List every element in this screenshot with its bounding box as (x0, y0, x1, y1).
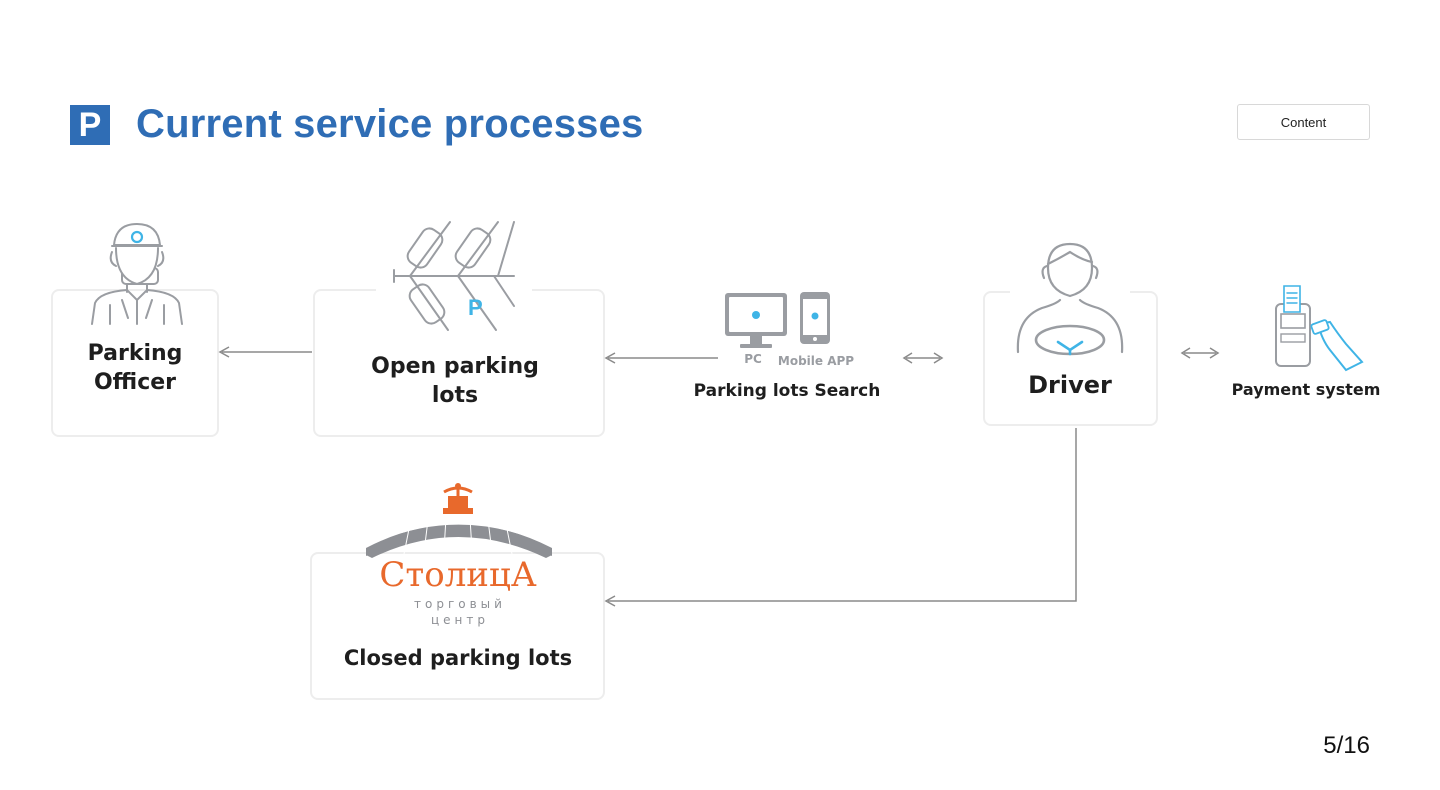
parking-officer-card (51, 289, 219, 437)
driver-icon (1010, 238, 1130, 356)
pc-icon (725, 293, 787, 348)
payment-system-label: Payment system (1231, 380, 1381, 399)
parking-logo-icon: P (70, 104, 110, 145)
arrow-search-to-open (604, 352, 718, 364)
driver-label: Driver (1028, 371, 1112, 399)
page-title: Current service processes (136, 102, 644, 146)
page-number: 5/16 (1323, 732, 1370, 759)
parking-lots-search-label: Parking lots Search (693, 381, 881, 401)
stolitsa-logo-sub2: центр (430, 613, 489, 627)
stolitsa-logo-sub1: торговый (414, 597, 506, 611)
pc-label: PC (744, 352, 762, 366)
arrow-driver-payment-bidirectional (1180, 347, 1220, 359)
open-parking-lots-icon: P (376, 218, 532, 331)
arrow-driver-to-closed (604, 428, 1077, 607)
parking-officer-label: Parking Officer (87, 341, 183, 395)
content-button[interactable]: Content (1237, 104, 1370, 140)
closed-parking-lots-card (310, 552, 605, 700)
parking-p-symbol: P (468, 295, 483, 320)
closed-parking-lots-label: Closed parking lots (343, 646, 573, 670)
payment-terminal-icon (1275, 285, 1364, 372)
parking-officer-icon (91, 222, 183, 325)
arrow-open-to-officer (218, 346, 312, 358)
mobile-app-icon (800, 292, 830, 344)
arrow-search-driver-bidirectional (902, 352, 944, 364)
open-parking-lots-label: Open parking lots (371, 354, 539, 408)
stolitsa-logo-name: СтолицА (379, 555, 537, 595)
mobile-app-label: Mobile APP (777, 354, 855, 368)
title-row: P Current service processes (70, 102, 644, 147)
stolitsa-logo-icon (366, 483, 552, 558)
